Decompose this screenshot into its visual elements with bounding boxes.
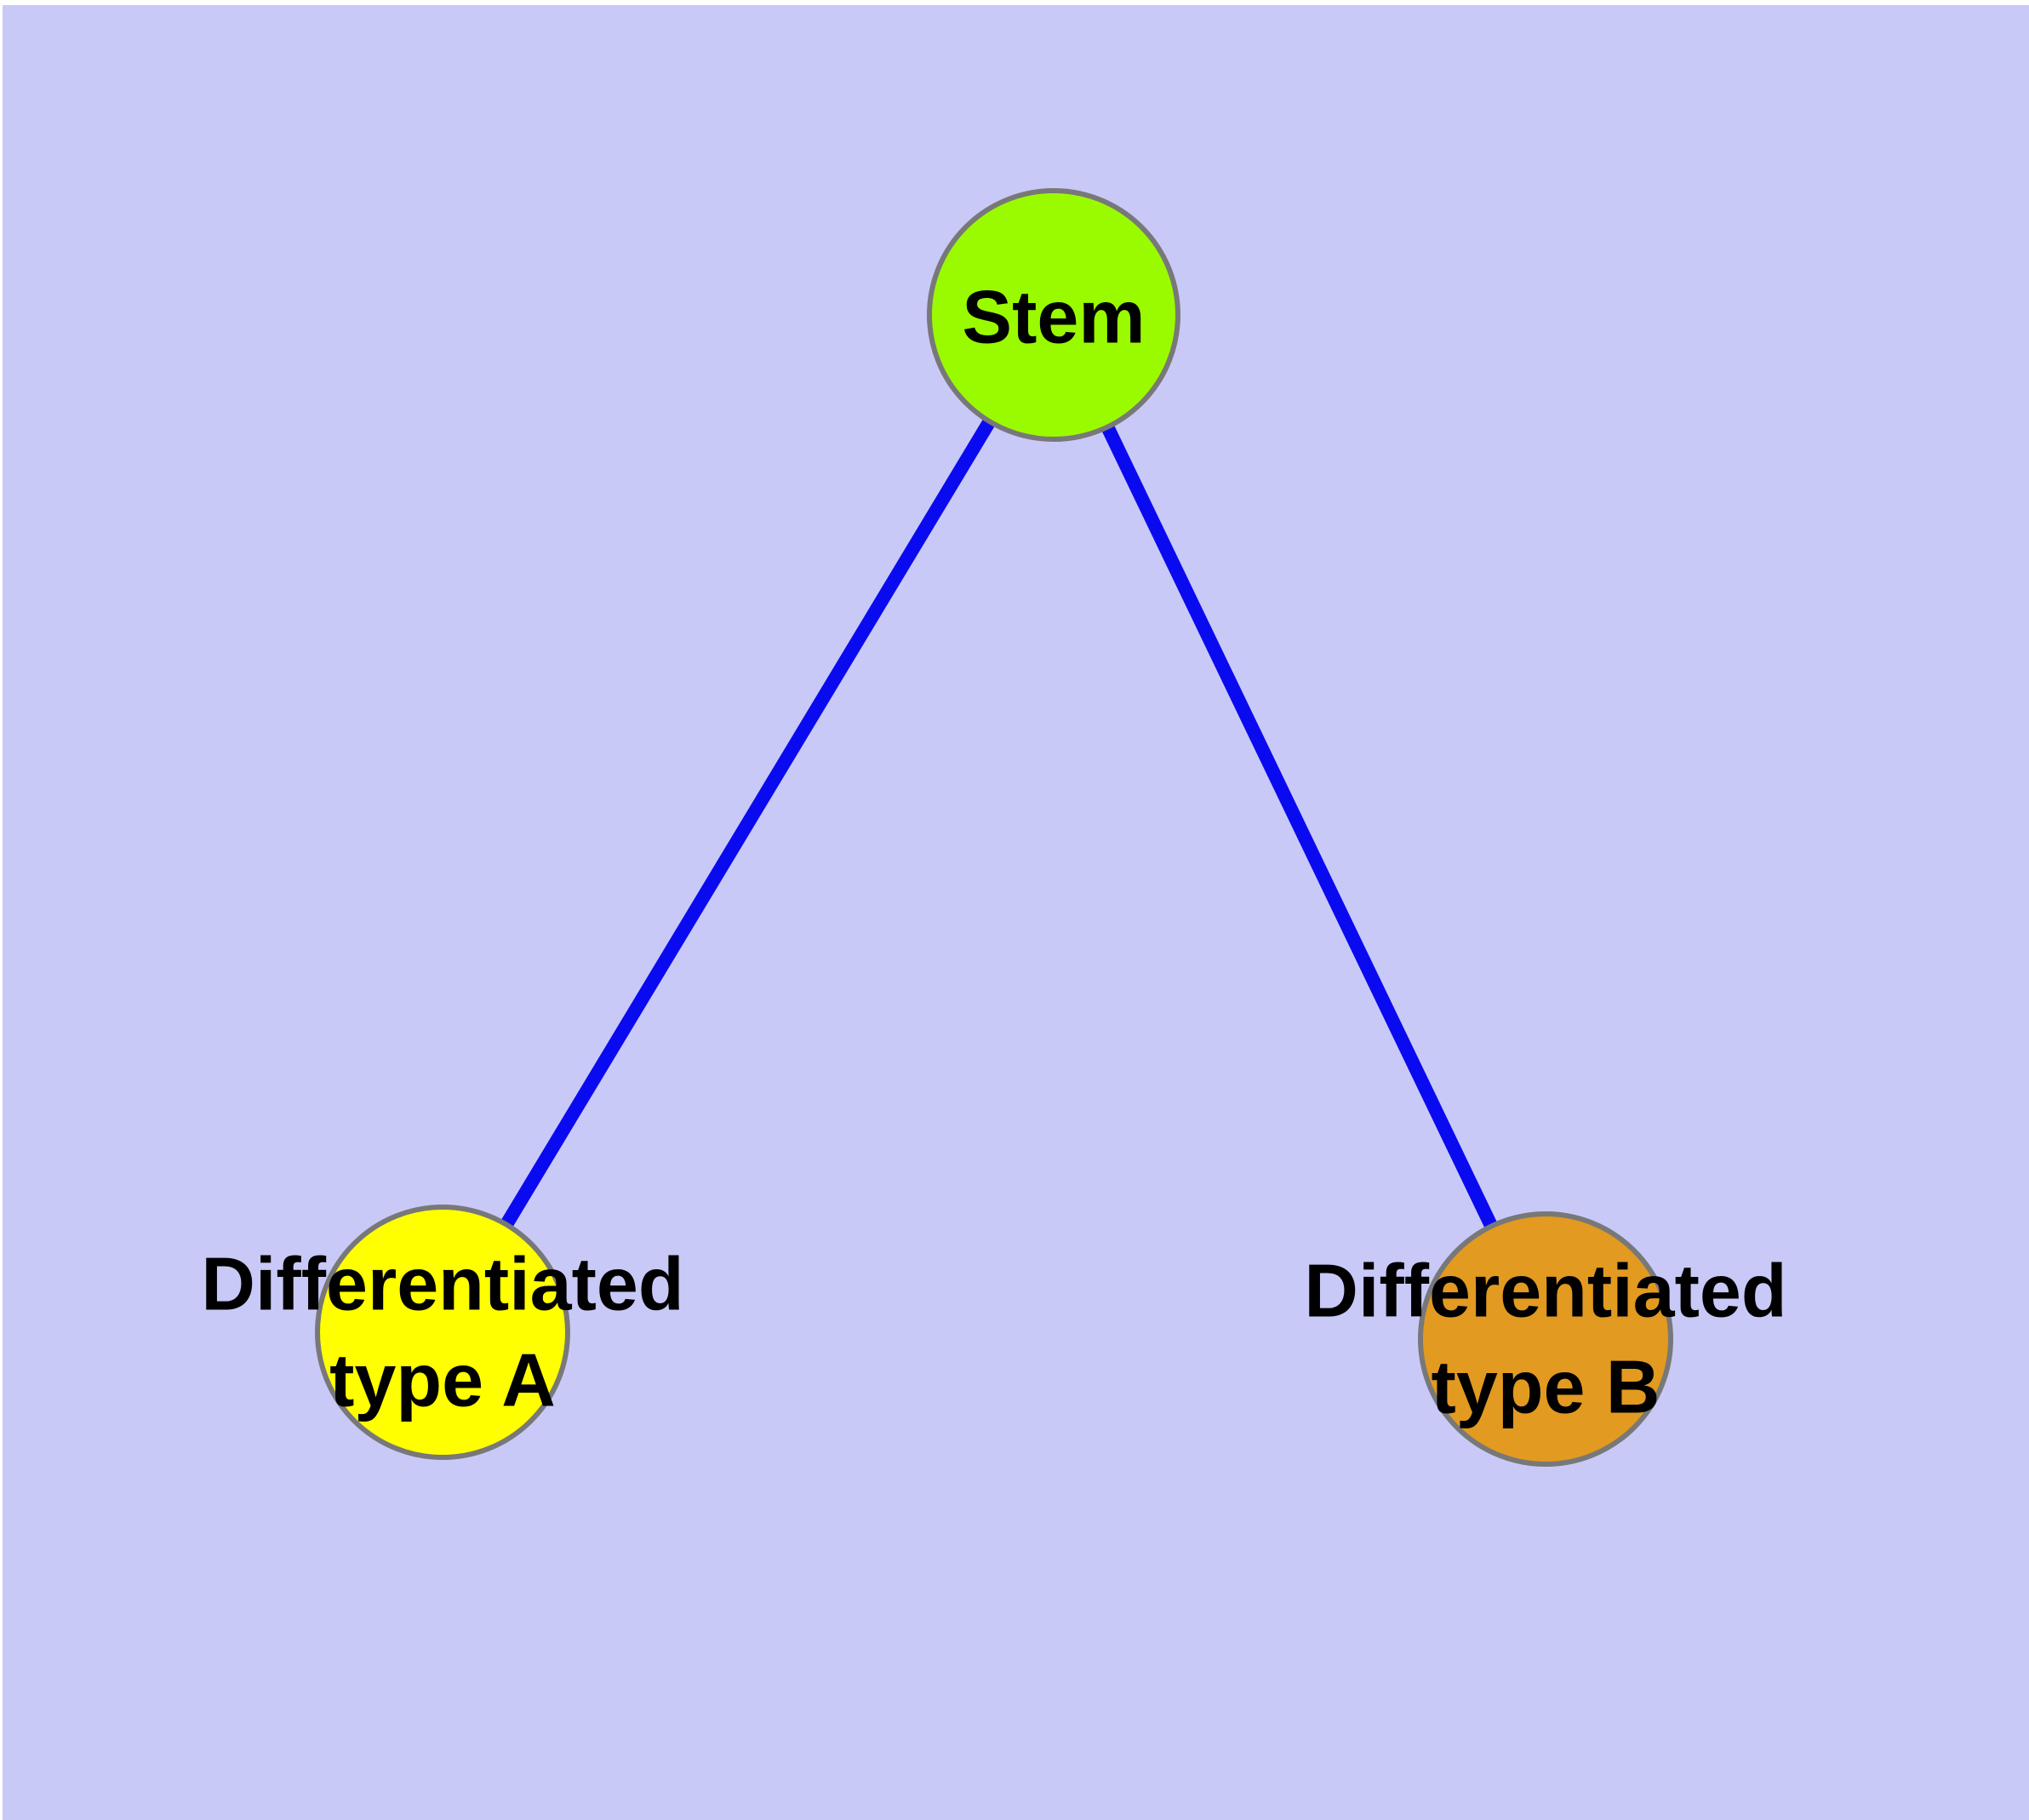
node-differentiated-type-a-label: Differentiated type A bbox=[201, 1241, 684, 1422]
node-stem bbox=[927, 188, 1180, 442]
node-differentiated-type-b-label: Differentiated type B bbox=[1304, 1248, 1787, 1428]
node-differentiated-type-a bbox=[315, 1205, 570, 1460]
edge-stem-to-type-a bbox=[437, 311, 1060, 1335]
node-stem-label: Stem bbox=[962, 274, 1146, 359]
edge-stem-to-type-b bbox=[1047, 312, 1552, 1342]
node-differentiated-type-b bbox=[1418, 1211, 1673, 1467]
